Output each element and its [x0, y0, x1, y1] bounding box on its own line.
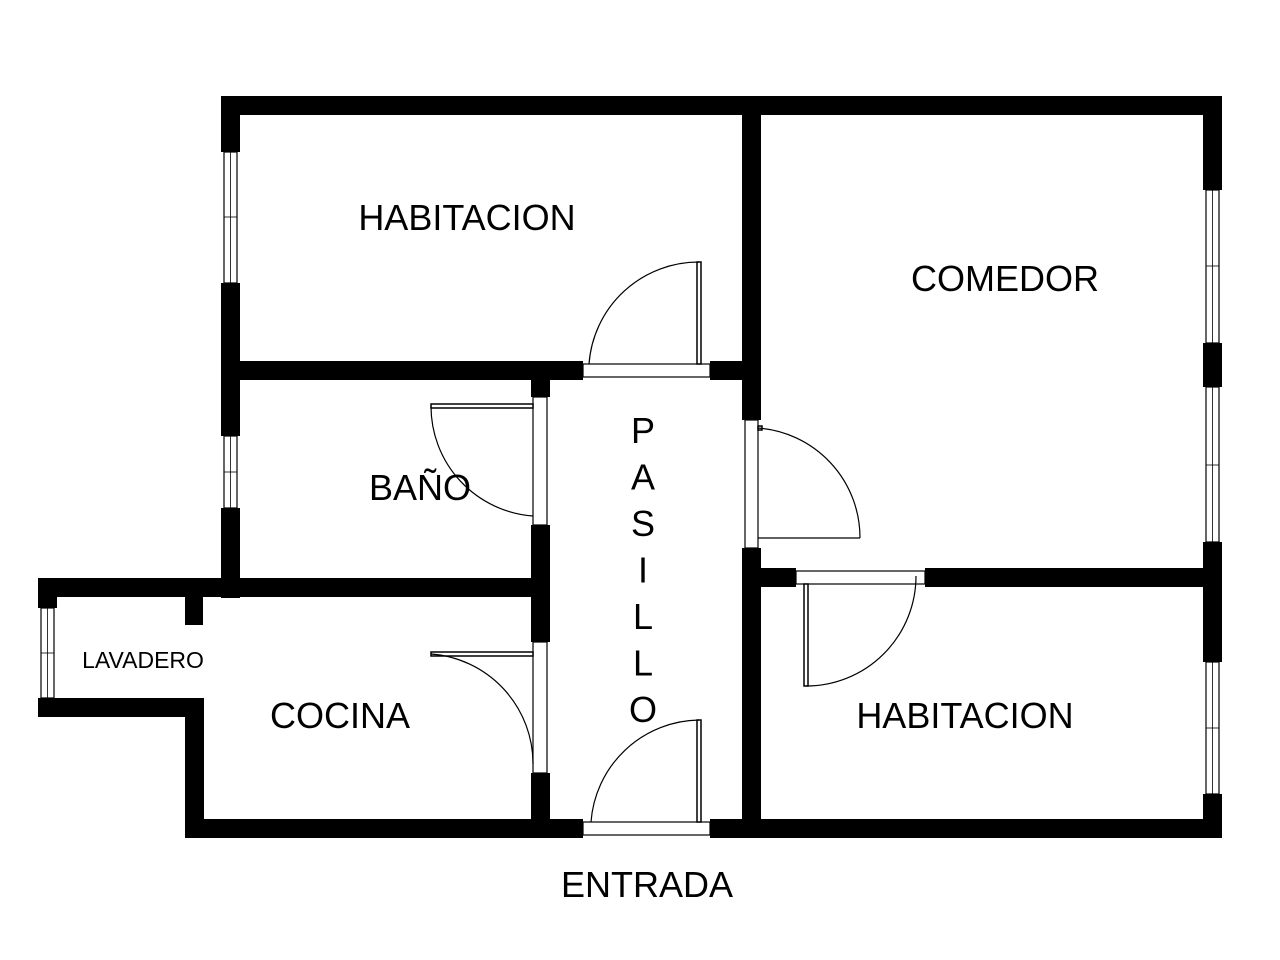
- wall-left-1: [221, 96, 240, 152]
- window-left-bano: [223, 435, 238, 509]
- wall-lavadero-top: [38, 578, 550, 597]
- wall-pasillo-left-1: [531, 361, 550, 397]
- wall-right-2: [1203, 343, 1222, 387]
- walls: [38, 96, 1222, 838]
- label-comedor: COMEDOR: [911, 258, 1099, 299]
- door-bano: [430, 396, 548, 526]
- label-pasillo-letter: L: [633, 643, 653, 684]
- wall-right-3: [1203, 542, 1222, 662]
- wall-kitchen-left: [185, 698, 204, 838]
- wall-lavadero-left-top: [38, 578, 57, 608]
- label-entrada: ENTRADA: [561, 864, 733, 905]
- windows: [40, 151, 1220, 795]
- wall-left-3: [221, 508, 240, 598]
- door-entrada: [582, 719, 711, 836]
- window-left-top: [223, 151, 238, 284]
- label-pasillo-letter: O: [629, 689, 657, 730]
- doors: [430, 261, 926, 836]
- wall-pasillo-right-lower: [742, 548, 761, 838]
- window-right-habitacion: [1205, 661, 1220, 795]
- wall-comedor-hab-right: [925, 568, 1222, 587]
- wall-bottom-left: [185, 819, 583, 838]
- wall-hab-comedor: [742, 96, 761, 420]
- wall-right-1: [1203, 96, 1222, 190]
- wall-pasillo-left-3: [531, 773, 550, 838]
- window-right-comedor-1: [1205, 189, 1220, 344]
- label-habitacion-bottom: HABITACION: [856, 695, 1073, 736]
- wall-lavadero-bottom: [38, 698, 204, 717]
- wall-lavadero-stub: [185, 578, 203, 625]
- wall-lavadero-left-bottom: [38, 698, 57, 716]
- label-pasillo-letter: L: [633, 596, 653, 637]
- door-habitacion-top: [582, 261, 711, 378]
- wall-pasillo-left-2: [531, 525, 550, 642]
- wall-top: [221, 96, 1222, 115]
- label-bano: BAÑO: [369, 467, 471, 508]
- door-cocina: [430, 641, 548, 774]
- label-pasillo-letter: A: [631, 457, 655, 498]
- door-comedor: [744, 419, 861, 549]
- label-habitacion-top: HABITACION: [358, 197, 575, 238]
- label-pasillo-letter: S: [631, 503, 655, 544]
- label-pasillo-letter: I: [638, 550, 648, 591]
- label-cocina: COCINA: [270, 695, 410, 736]
- wall-comedor-hab-left: [742, 568, 796, 587]
- label-lavadero: LAVADERO: [82, 647, 204, 673]
- wall-hab-bano: [221, 361, 583, 380]
- room-labels: HABITACION COMEDOR BAÑO LAVADERO COCINA …: [82, 197, 1099, 905]
- label-pasillo-letter: P: [631, 410, 655, 451]
- wall-left-2: [221, 283, 240, 436]
- door-habitacion-bottom: [795, 570, 926, 687]
- wall-bottom-right: [710, 819, 1222, 838]
- window-right-comedor-2: [1205, 386, 1220, 543]
- window-lavadero: [40, 607, 55, 699]
